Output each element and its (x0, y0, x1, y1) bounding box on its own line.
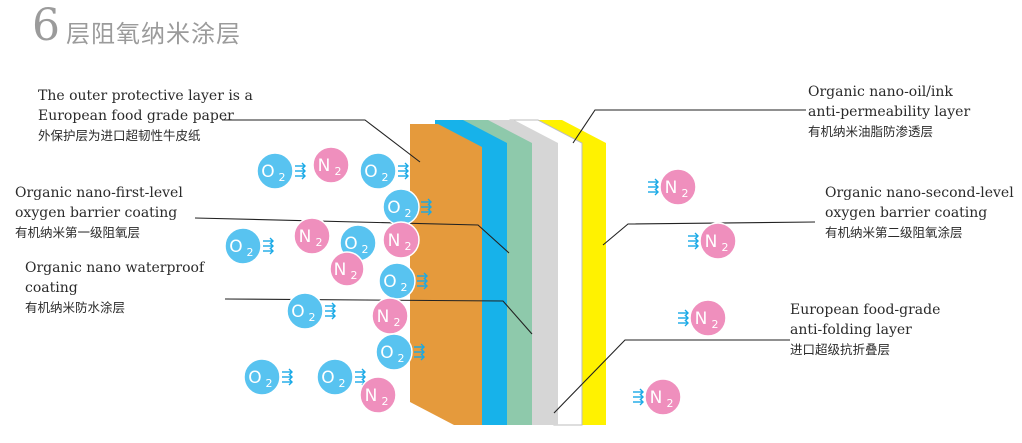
svg-text:N: N (665, 178, 678, 198)
arrows-icon (633, 388, 644, 406)
svg-text:O: O (380, 343, 393, 363)
svg-text:2: 2 (279, 171, 286, 184)
arrows-icon (421, 198, 432, 216)
leader-folding (553, 339, 790, 414)
svg-text:O: O (364, 162, 377, 182)
label-first-oxygen-barrier: Organic nano-first-level oxygen barrier … (15, 185, 183, 240)
svg-text:N: N (377, 307, 390, 327)
arrows-icon (295, 162, 306, 180)
arrows-icon (263, 237, 274, 255)
section-number: 6 (32, 0, 60, 51)
arrows-icon (414, 343, 425, 361)
label-waterproof: Organic nano waterproof coating 有机纳米防水涂层 (25, 260, 205, 315)
svg-text:O: O (321, 368, 334, 388)
svg-text:N: N (705, 232, 718, 252)
arrows-icon (282, 368, 293, 386)
arrows-icon (648, 178, 659, 196)
leader-second (602, 221, 816, 246)
svg-text:O: O (344, 234, 357, 254)
svg-text:2: 2 (316, 236, 323, 249)
svg-text:2: 2 (712, 318, 719, 331)
svg-text:2: 2 (351, 269, 358, 282)
label-second-oxygen-barrier: Organic nano-second-level oxygen barrier… (825, 185, 1014, 240)
svg-text:N: N (650, 388, 663, 408)
label-oil-ink-barrier: Organic nano-oil/ink anti-permeability l… (808, 84, 971, 139)
svg-text:O: O (291, 302, 304, 322)
svg-text:2: 2 (335, 165, 342, 178)
svg-text:2: 2 (405, 240, 412, 253)
svg-text:2: 2 (401, 281, 408, 294)
svg-text:N: N (695, 309, 708, 329)
svg-text:O: O (383, 272, 396, 292)
svg-text:2: 2 (309, 311, 316, 324)
arrows-icon (417, 272, 428, 290)
svg-text:2: 2 (405, 207, 412, 220)
svg-text:N: N (299, 227, 312, 247)
leader-outer (222, 119, 421, 163)
svg-text:2: 2 (682, 187, 689, 200)
svg-text:O: O (261, 162, 274, 182)
svg-text:2: 2 (722, 241, 729, 254)
svg-text:N: N (388, 231, 401, 251)
svg-text:2: 2 (394, 316, 401, 329)
arrows-icon (325, 302, 336, 320)
svg-text:2: 2 (247, 246, 254, 259)
label-outer-protective: The outer protective layer is a European… (38, 88, 253, 143)
leader-first (194, 217, 510, 254)
layer-orange (410, 124, 482, 425)
arrows-icon (688, 232, 699, 250)
svg-text:2: 2 (362, 243, 369, 256)
svg-text:2: 2 (398, 352, 405, 365)
svg-text:2: 2 (339, 377, 346, 390)
svg-text:2: 2 (266, 377, 273, 390)
arrows-icon (398, 162, 409, 180)
svg-text:N: N (365, 386, 378, 406)
svg-text:O: O (387, 198, 400, 218)
svg-text:O: O (248, 368, 261, 388)
leader-oil (572, 109, 806, 144)
svg-text:N: N (318, 156, 331, 176)
svg-text:2: 2 (382, 395, 389, 408)
arrows-icon (678, 309, 689, 327)
page-title: 层阻氧纳米涂层 (66, 20, 241, 48)
label-anti-folding: European food-grade anti-folding layer 进… (790, 302, 941, 357)
svg-text:N: N (334, 260, 347, 280)
svg-text:O: O (229, 237, 242, 257)
arrows-icon (355, 368, 366, 386)
svg-text:2: 2 (382, 171, 389, 184)
svg-text:2: 2 (667, 397, 674, 410)
